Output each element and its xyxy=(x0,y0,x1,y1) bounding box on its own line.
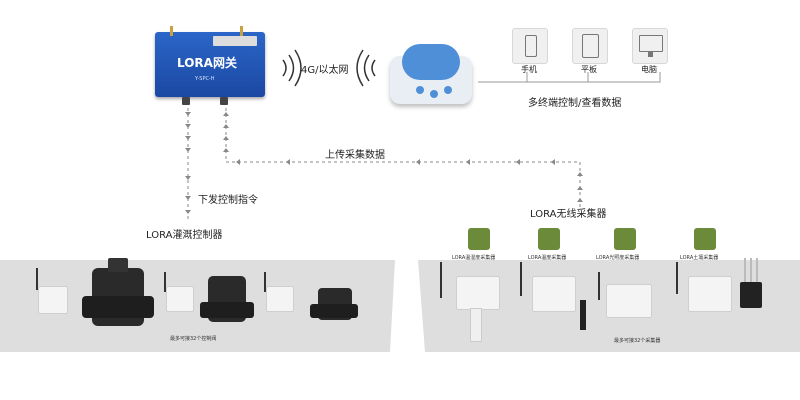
collector-label-1: LORA温湿度采集器 xyxy=(452,255,496,261)
collector-footnote: 最多可接32个采集器 xyxy=(614,338,661,344)
controller-box xyxy=(266,286,294,312)
gateway-model: Y-SPC-H xyxy=(195,76,215,82)
terminal-label-tablet: 平板 xyxy=(581,65,597,74)
computer-icon xyxy=(639,35,663,52)
controller-box xyxy=(38,286,68,314)
gateway-antenna-right xyxy=(240,26,243,36)
gateway-antenna-left xyxy=(170,26,173,36)
computer-terminal xyxy=(632,28,668,64)
terminal-label-phone: 手机 xyxy=(521,65,537,74)
thermometer-icon xyxy=(538,228,560,250)
upload-label: 上传采集数据 xyxy=(325,150,385,161)
cloud-platform-icon xyxy=(382,36,477,108)
collector-label-2: LORA温度采集器 xyxy=(528,255,567,261)
collector-label-3: LORA光照度采集器 xyxy=(596,255,640,261)
collector-box xyxy=(688,276,732,312)
gateway-title: LORA网关 xyxy=(177,56,237,70)
flow-arrows xyxy=(185,112,583,214)
wireless-signal-left xyxy=(282,49,302,87)
controller-footnote: 最多可接32个控制阀 xyxy=(170,336,217,342)
phone-icon xyxy=(525,35,537,57)
controller-box xyxy=(166,286,194,312)
terminal-bracket xyxy=(478,72,661,83)
gateway-ports xyxy=(213,36,257,46)
wireless-signal-right xyxy=(356,49,376,87)
collector-box xyxy=(532,276,576,312)
soil-probe xyxy=(740,282,762,308)
phone-terminal xyxy=(512,28,548,64)
lora-gateway-device: LORA网关 Y-SPC-H xyxy=(155,32,265,97)
link-label: 4G/以太网 xyxy=(301,65,349,76)
light-sensor-icon xyxy=(614,228,636,250)
thermo-humidity-icon xyxy=(468,228,490,250)
collector-box xyxy=(456,276,500,310)
collector-group-title: LORA无线采集器 xyxy=(530,209,607,220)
controller-group-title: LORA灌溉控制器 xyxy=(146,230,223,241)
terminal-label-computer: 电脑 xyxy=(641,65,657,74)
gateway-connector-2 xyxy=(220,97,228,105)
gateway-connector-1 xyxy=(182,97,190,105)
collector-box xyxy=(606,284,652,318)
soil-sensor-icon xyxy=(694,228,716,250)
tablet-icon xyxy=(582,34,599,58)
download-label: 下发控制指令 xyxy=(198,195,258,206)
terminals-caption: 多终端控制/查看数据 xyxy=(528,98,622,109)
collector-label-4: LORA土壤采集器 xyxy=(680,255,719,261)
tablet-terminal xyxy=(572,28,608,64)
